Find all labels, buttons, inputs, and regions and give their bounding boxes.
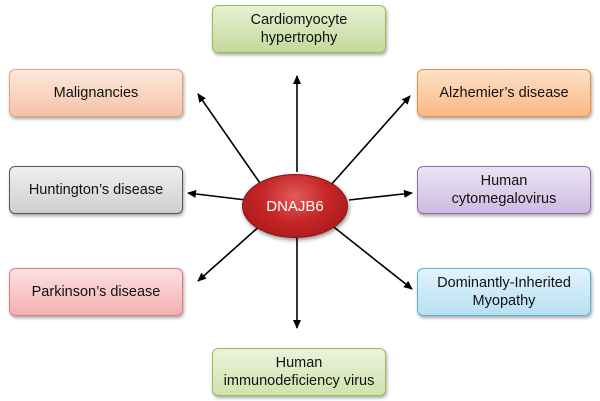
node-label: Human immunodeficiency virus bbox=[223, 355, 375, 389]
node-myopathy: Dominantly-Inherited Myopathy bbox=[417, 268, 591, 316]
node-label: Huntington’s disease bbox=[28, 182, 164, 198]
center-node-dnajb6: DNAJB6 bbox=[242, 174, 348, 238]
node-label: Cardiomyocyte hypertrophy bbox=[250, 12, 348, 46]
center-node-label: DNAJB6 bbox=[266, 197, 324, 215]
arrow-to-alzheimers bbox=[329, 95, 411, 187]
arrow-to-parkinsons bbox=[197, 223, 263, 282]
arrow-to-huntingtons bbox=[187, 189, 247, 201]
arrow-to-cmv bbox=[348, 189, 413, 201]
node-label: Alzhemier’s disease bbox=[439, 85, 569, 101]
node-alzheimers: Alzhemier’s disease bbox=[417, 69, 591, 117]
node-label: Dominantly-Inherited Myopathy bbox=[437, 275, 571, 309]
node-huntingtons: Huntington’s disease bbox=[9, 166, 183, 214]
node-label: Parkinson’s disease bbox=[31, 284, 161, 300]
node-malignancies: Malignancies bbox=[9, 69, 183, 117]
node-label: Malignancies bbox=[53, 85, 139, 101]
arrow-to-myopathy bbox=[329, 223, 413, 290]
node-label: Human cytomegalovirus bbox=[451, 173, 557, 207]
node-parkinsons: Parkinson’s disease bbox=[9, 268, 183, 316]
node-cmv: Human cytomegalovirus bbox=[417, 166, 591, 214]
node-hiv: Human immunodeficiency virus bbox=[212, 348, 386, 396]
arrow-to-malignancies bbox=[197, 93, 263, 187]
node-cardiomyocyte: Cardiomyocyte hypertrophy bbox=[212, 5, 386, 53]
